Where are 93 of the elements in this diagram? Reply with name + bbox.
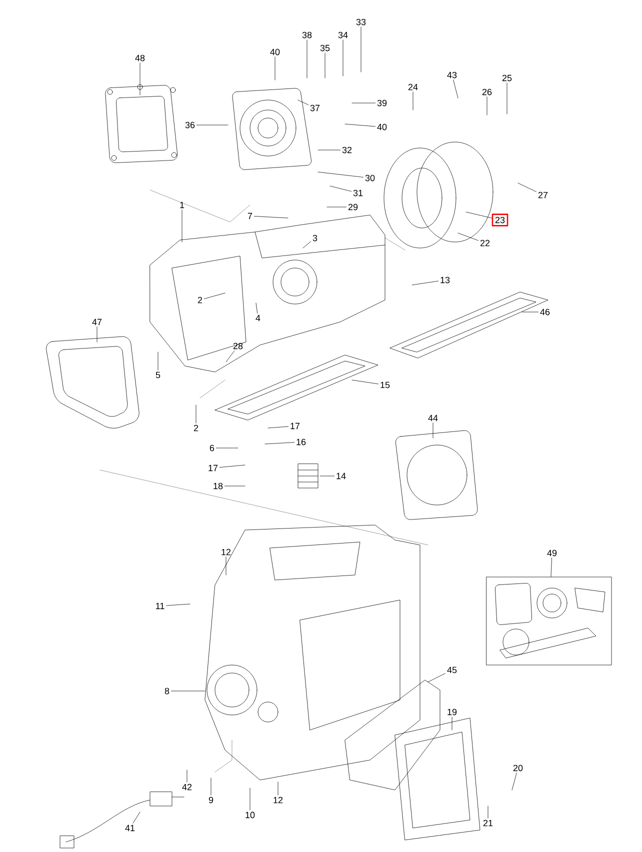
callout-number: 11: [156, 602, 164, 610]
leader-line: [432, 422, 434, 438]
callout-number: 6: [210, 444, 214, 452]
kit-frame: [486, 576, 612, 666]
leader-line: [302, 241, 311, 248]
leader-line: [256, 302, 258, 314]
callout-number: 18: [214, 482, 223, 490]
leader-line: [352, 380, 378, 384]
leader-line: [453, 80, 458, 98]
leader-line: [268, 426, 288, 428]
callout-number: 13: [440, 276, 450, 284]
callout-number: 35: [320, 44, 330, 52]
leader-line: [506, 82, 508, 114]
callout-number: 43: [447, 72, 457, 78]
callout-number: 10: [246, 812, 255, 818]
leader-line: [412, 280, 438, 286]
callout-number: 46: [540, 308, 550, 316]
callout-number: 33: [356, 18, 366, 26]
leader-line: [486, 96, 488, 116]
leader-line: [274, 56, 276, 80]
leader-line: [220, 464, 246, 468]
leader-line: [326, 206, 346, 208]
callout-number: 2: [198, 296, 202, 304]
leader-line: [352, 102, 376, 104]
callout-number: 49: [547, 550, 557, 556]
leader-line: [196, 124, 228, 126]
callout-number: 37: [310, 104, 320, 112]
leader-line: [226, 350, 235, 362]
leader-line: [186, 770, 188, 782]
callout-number: 48: [135, 54, 145, 62]
callout-number: 23: [492, 214, 508, 226]
leader-line: [360, 26, 362, 72]
callout-number: 9: [208, 796, 214, 804]
leader-line: [550, 558, 552, 577]
callout-number: 8: [164, 688, 170, 694]
leader-line: [306, 40, 308, 78]
callout-number: 42: [182, 784, 192, 790]
callout-number: 22: [480, 240, 490, 246]
callout-number: 29: [348, 204, 358, 210]
callout-number: 12: [222, 548, 231, 556]
callout-number: 17: [208, 464, 218, 472]
callout-number: 17: [290, 422, 300, 430]
leader-line: [204, 292, 226, 300]
callout-number: 15: [380, 382, 390, 388]
leader-line: [132, 812, 140, 824]
callout-number: 44: [428, 414, 438, 422]
callout-number: 47: [92, 318, 102, 326]
leader-line: [171, 690, 206, 692]
callout-number: 21: [483, 820, 493, 826]
leader-line: [428, 673, 446, 682]
callout-number: 36: [185, 122, 195, 128]
callout-number: 39: [377, 100, 387, 106]
callout-number: 4: [256, 314, 260, 322]
callout-number: 20: [513, 764, 523, 772]
leader-line: [166, 604, 190, 606]
callout-number: 2: [194, 424, 198, 432]
callout-number: 26: [482, 88, 492, 96]
leader-line: [330, 186, 352, 192]
callout-number: 30: [365, 174, 375, 182]
callout-number: 28: [233, 342, 243, 350]
callout-number: 27: [538, 192, 548, 198]
leader-line: [466, 212, 492, 218]
callout-number: 19: [448, 708, 457, 716]
callout-number: 38: [302, 32, 312, 38]
callout-number: 16: [296, 438, 306, 446]
callout-number: 12: [274, 796, 283, 804]
callout-number: 1: [180, 202, 184, 208]
leader-line: [344, 124, 376, 127]
leader-line: [96, 326, 98, 342]
leader-line: [512, 772, 517, 790]
callout-number: 31: [353, 190, 363, 196]
callout-number: 3: [312, 234, 318, 242]
leader-line: [298, 100, 308, 106]
leader-line: [458, 232, 478, 241]
callout-number: 41: [125, 824, 135, 832]
callout-number: 40: [270, 48, 280, 56]
callout-number: 25: [502, 74, 512, 82]
callout-number: 32: [342, 146, 352, 154]
callout-number: 34: [338, 32, 348, 38]
callout-number: 5: [156, 372, 160, 378]
leader-line: [412, 92, 414, 110]
callout-number: 45: [447, 666, 457, 674]
leader-line: [254, 216, 288, 218]
leader-line: [342, 40, 344, 76]
leader-line: [264, 442, 294, 444]
callout-number: 24: [408, 84, 418, 90]
leader-line: [210, 778, 212, 796]
leader-line: [518, 182, 536, 192]
callout-number: 40: [377, 124, 387, 130]
callout-number: 14: [336, 472, 346, 480]
callout-number: 7: [248, 212, 252, 220]
leader-line: [318, 172, 364, 178]
leader-line: [324, 52, 326, 78]
